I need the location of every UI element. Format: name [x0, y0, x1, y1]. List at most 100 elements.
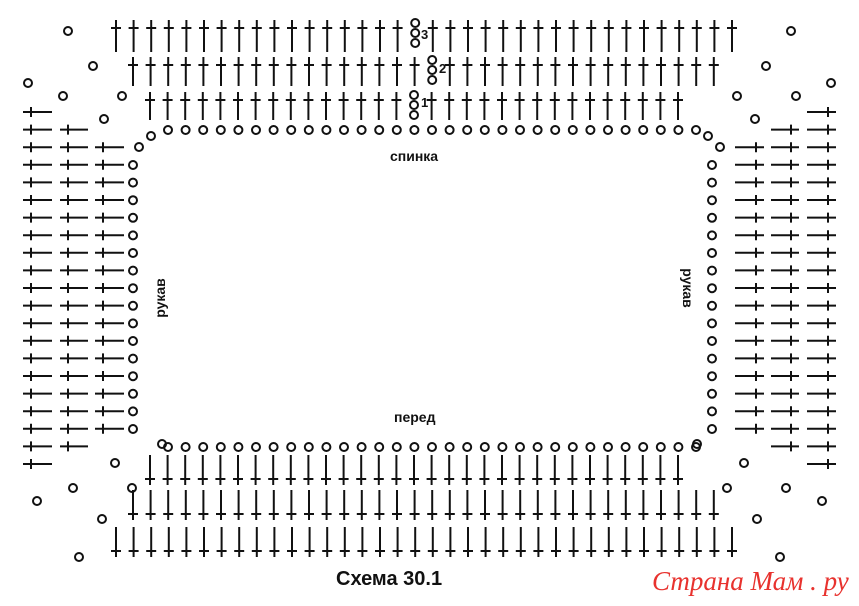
- double-crochet-stitch: [180, 57, 191, 86]
- chain-stitch: [391, 125, 402, 135]
- double-crochet-stitch: [197, 92, 208, 120]
- double-crochet-stitch: [497, 92, 507, 120]
- double-crochet-stitch: [807, 230, 836, 241]
- double-crochet-stitch: [60, 230, 88, 241]
- double-crochet-stitch: [339, 490, 350, 520]
- chain-stitch: [128, 195, 138, 206]
- double-crochet-stitch: [735, 335, 764, 346]
- double-crochet-stitch: [735, 283, 764, 293]
- double-crochet-stitch: [321, 455, 331, 485]
- double-crochet-stitch: [673, 490, 684, 520]
- double-crochet-stitch: [23, 441, 52, 452]
- chain-stitch: [673, 442, 684, 452]
- double-crochet-stitch: [60, 124, 88, 135]
- label-back: спинка: [390, 148, 439, 164]
- double-crochet-stitch: [515, 20, 526, 52]
- double-crochet-stitch: [735, 177, 764, 188]
- double-crochet-stitch: [673, 455, 683, 485]
- double-crochet-stitch: [23, 195, 52, 205]
- double-crochet-stitch: [735, 423, 764, 434]
- double-crochet-stitch: [771, 230, 799, 241]
- chain-stitch: [268, 442, 279, 452]
- double-crochet-stitch: [444, 490, 455, 520]
- double-crochet-stitch: [339, 20, 350, 52]
- chain-stitch: [128, 406, 138, 417]
- double-crochet-stitch: [95, 335, 124, 346]
- double-crochet-stitch: [514, 92, 525, 120]
- double-crochet-stitch: [444, 92, 455, 120]
- double-crochet-stitch: [673, 57, 684, 86]
- double-crochet-stitch: [216, 57, 226, 86]
- chain-stitch: [128, 371, 138, 382]
- chain-stitch: [339, 125, 349, 135]
- double-crochet-stitch: [357, 20, 368, 52]
- chain-stitch: [88, 61, 98, 71]
- double-crochet-stitch: [620, 92, 631, 120]
- chain-stitch: [128, 336, 138, 346]
- double-crochet-stitch: [498, 20, 509, 52]
- double-crochet-stitch: [128, 57, 138, 86]
- chain-stitch: [603, 442, 613, 452]
- double-crochet-stitch: [771, 371, 799, 381]
- double-crochet-stitch: [807, 265, 836, 276]
- chain-stitch: [321, 442, 332, 452]
- double-crochet-stitch: [621, 527, 632, 557]
- double-crochet-stitch: [60, 300, 88, 311]
- double-crochet-stitch: [533, 527, 544, 557]
- double-crochet-stitch: [303, 455, 314, 485]
- double-crochet-stitch: [427, 20, 438, 52]
- double-crochet-stitch: [250, 455, 261, 485]
- double-crochet-stitch: [338, 455, 349, 485]
- chain-stitch: [374, 125, 385, 135]
- chain-stitch: [409, 100, 419, 110]
- double-crochet-stitch: [181, 20, 192, 52]
- double-crochet-stitch: [163, 57, 174, 86]
- double-crochet-stitch: [373, 455, 384, 485]
- double-crochet-stitch: [234, 20, 245, 52]
- double-crochet-stitch: [145, 455, 155, 485]
- double-crochet-stitch: [771, 247, 799, 258]
- double-crochet-stitch: [375, 527, 385, 557]
- chain-stitch: [707, 265, 717, 276]
- double-crochet-stitch: [216, 490, 226, 520]
- double-crochet-stitch: [568, 20, 579, 52]
- chain-stitch: [722, 483, 732, 493]
- double-crochet-stitch: [233, 57, 244, 86]
- chain-stitch: [251, 125, 261, 135]
- chain-stitch: [707, 195, 717, 206]
- double-crochet-stitch: [532, 455, 543, 485]
- chain-stitch: [550, 125, 561, 135]
- double-crochet-stitch: [180, 92, 191, 120]
- chain-stitch: [497, 125, 508, 135]
- double-crochet-stitch: [727, 527, 737, 557]
- chain-stitch: [775, 552, 785, 562]
- double-crochet-stitch: [735, 265, 764, 276]
- double-crochet-stitch: [60, 318, 88, 329]
- double-crochet-stitch: [463, 527, 473, 557]
- double-crochet-stitch: [95, 300, 124, 311]
- double-crochet-stitch: [461, 92, 472, 120]
- double-crochet-stitch: [145, 490, 156, 520]
- double-crochet-stitch: [392, 490, 402, 520]
- double-crochet-stitch: [163, 527, 174, 557]
- double-crochet-stitch: [514, 455, 525, 485]
- chain-stitch: [409, 90, 419, 100]
- double-crochet-stitch: [145, 92, 155, 120]
- double-crochet-stitch: [807, 159, 836, 170]
- double-crochet-stitch: [23, 124, 52, 135]
- chain-stitch: [703, 131, 713, 141]
- double-crochet-stitch: [550, 490, 561, 520]
- double-crochet-stitch: [603, 490, 614, 520]
- double-crochet-stitch: [637, 92, 648, 120]
- double-crochet-stitch: [181, 527, 192, 557]
- double-crochet-stitch: [426, 92, 437, 120]
- chain-stitch: [198, 442, 209, 452]
- chain-stitch: [410, 18, 421, 28]
- double-crochet-stitch: [620, 57, 631, 86]
- double-crochet-stitch: [497, 57, 508, 86]
- double-crochet-stitch: [807, 142, 836, 153]
- chain-stitch: [157, 439, 167, 449]
- double-crochet-stitch: [23, 371, 52, 381]
- chain-stitch: [585, 442, 596, 452]
- double-crochet-stitch: [550, 57, 561, 86]
